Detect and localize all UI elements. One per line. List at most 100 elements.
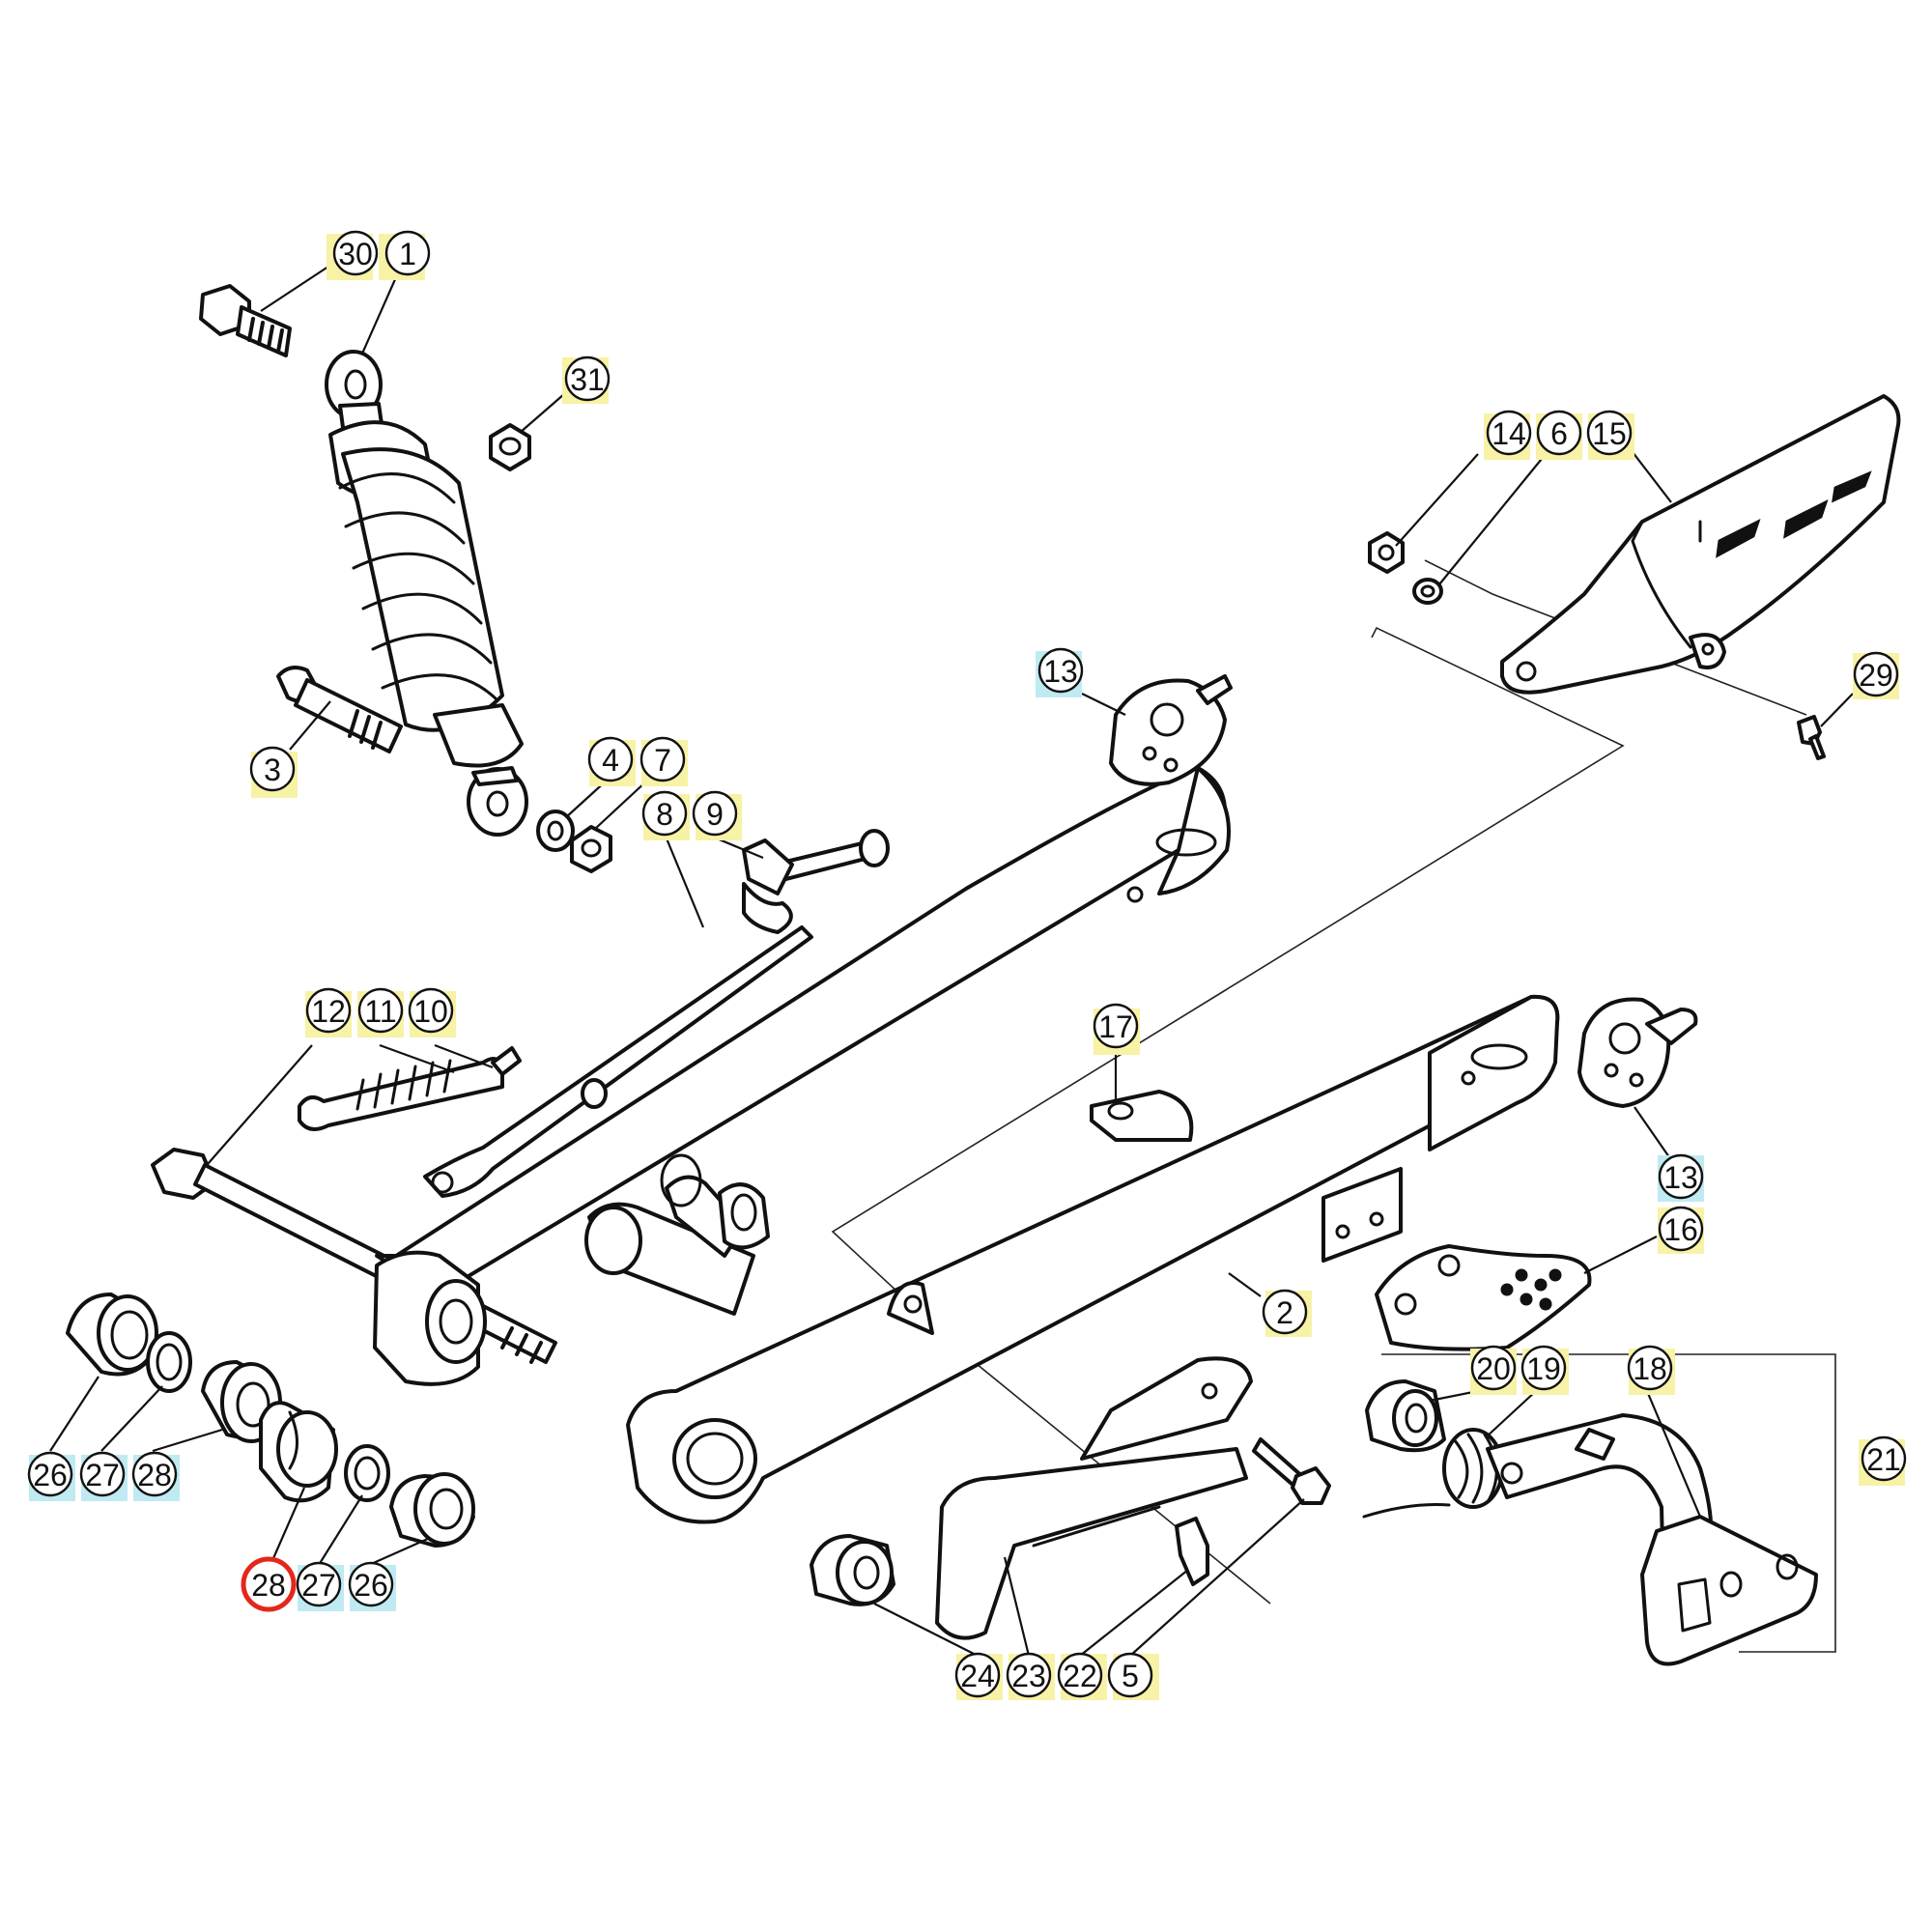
svg-text:23: 23 [1011, 1659, 1046, 1693]
brake-rod-8 [423, 829, 890, 1198]
callout-26-left: 26 [27, 1451, 75, 1501]
callout-15: 15 [1586, 410, 1634, 460]
svg-text:24: 24 [960, 1659, 995, 1693]
svg-text:20: 20 [1476, 1351, 1511, 1386]
chain-guard-15 [1500, 394, 1901, 695]
callout-9: 9 [692, 790, 742, 840]
cam-plate-13-upper [1109, 674, 1233, 786]
bolt-30 [199, 284, 292, 357]
nut-31 [489, 423, 531, 471]
svg-text:29: 29 [1859, 658, 1893, 693]
callout-17: 17 [1093, 1003, 1140, 1055]
svg-text:22: 22 [1063, 1659, 1097, 1693]
callouts: 30 1 31 3 4 7 8 [27, 230, 1907, 1700]
svg-text:11: 11 [364, 994, 396, 1029]
svg-text:2: 2 [1276, 1295, 1293, 1330]
callout-6: 6 [1536, 410, 1582, 460]
callout-11: 11 [357, 987, 404, 1037]
callout-16: 16 [1658, 1206, 1704, 1254]
callout-28-left: 28 [131, 1451, 180, 1501]
svg-text:7: 7 [654, 743, 671, 778]
shock-absorber [325, 350, 528, 837]
clip-9 [742, 838, 794, 895]
callout-31: 31 [562, 355, 611, 404]
callout-5: 5 [1107, 1652, 1159, 1700]
callout-27-right: 27 [296, 1561, 344, 1611]
nut-7 [570, 825, 612, 873]
svg-text:15: 15 [1592, 416, 1627, 451]
bushing-26-right [389, 1472, 475, 1548]
svg-text:31: 31 [570, 362, 605, 397]
screw-22 [1175, 1517, 1209, 1586]
nut-24 [810, 1534, 895, 1606]
callout-27-left: 27 [79, 1451, 128, 1501]
callout-1: 1 [379, 230, 431, 280]
svg-text:4: 4 [602, 743, 619, 778]
svg-text:28: 28 [137, 1458, 172, 1492]
svg-text:17: 17 [1098, 1009, 1133, 1044]
svg-text:16: 16 [1663, 1212, 1698, 1247]
svg-text:8: 8 [656, 797, 673, 832]
washer-27-left [146, 1331, 192, 1393]
callout-12: 12 [305, 987, 352, 1037]
callout-14: 14 [1484, 410, 1532, 460]
svg-text:18: 18 [1633, 1351, 1667, 1386]
svg-text:13: 13 [1663, 1160, 1698, 1195]
link-23 [935, 1356, 1253, 1640]
svg-text:27: 27 [85, 1458, 120, 1492]
callout-30: 30 [327, 230, 379, 280]
svg-text:5: 5 [1122, 1659, 1139, 1693]
assembly-lines [831, 559, 1836, 1653]
callout-10: 10 [408, 987, 456, 1037]
svg-text:19: 19 [1526, 1351, 1561, 1386]
svg-text:27: 27 [301, 1568, 336, 1603]
spacer-28-right [259, 1401, 338, 1503]
callout-2: 2 [1262, 1289, 1312, 1337]
spring-10-11 [298, 1046, 522, 1131]
svg-text:1: 1 [399, 237, 416, 271]
washer-27-right [344, 1444, 390, 1502]
callout-4: 4 [587, 736, 636, 786]
callout-19: 19 [1520, 1345, 1569, 1395]
svg-text:30: 30 [338, 237, 373, 271]
callout-20: 20 [1470, 1345, 1517, 1395]
svg-text:14: 14 [1492, 416, 1526, 451]
cam-plate-13-right [1577, 997, 1698, 1108]
callout-21: 21 [1859, 1435, 1907, 1486]
svg-text:26: 26 [33, 1458, 68, 1492]
callout-29: 29 [1853, 651, 1899, 699]
swingarm-2 [373, 766, 1560, 1524]
washer-4 [536, 810, 575, 852]
svg-text:10: 10 [413, 994, 448, 1029]
svg-text:3: 3 [264, 753, 281, 787]
callout-3: 3 [249, 746, 298, 798]
plate-16 [1375, 1244, 1592, 1351]
callout-8: 8 [641, 790, 690, 840]
bolt-3 [276, 666, 403, 753]
shock-spring-body [341, 447, 504, 732]
callout-24: 24 [954, 1652, 1003, 1700]
svg-text:12: 12 [311, 994, 346, 1029]
callout-18: 18 [1627, 1345, 1675, 1395]
bushing-26-left [66, 1293, 158, 1377]
callout-7: 7 [639, 736, 688, 786]
brake-pedal-18 [1486, 1413, 1818, 1666]
clamp-17 [1090, 1090, 1194, 1142]
callout-13-upper: 13 [1036, 647, 1084, 697]
svg-text:9: 9 [706, 797, 724, 832]
washer-6 [1412, 578, 1443, 605]
svg-text:28: 28 [251, 1568, 286, 1603]
bolt-5 [1252, 1437, 1331, 1505]
spring-19 [1362, 1428, 1504, 1519]
callout-28-highlighted: 28 [241, 1556, 297, 1612]
nut-14 [1368, 531, 1405, 574]
screw-29 [1797, 715, 1826, 760]
svg-text:21: 21 [1866, 1442, 1901, 1477]
callout-22: 22 [1057, 1652, 1107, 1700]
svg-text:26: 26 [354, 1568, 388, 1603]
svg-text:13: 13 [1043, 654, 1078, 689]
bushing-20 [1365, 1379, 1446, 1453]
svg-text:6: 6 [1550, 416, 1568, 451]
callout-13-right: 13 [1658, 1153, 1704, 1202]
